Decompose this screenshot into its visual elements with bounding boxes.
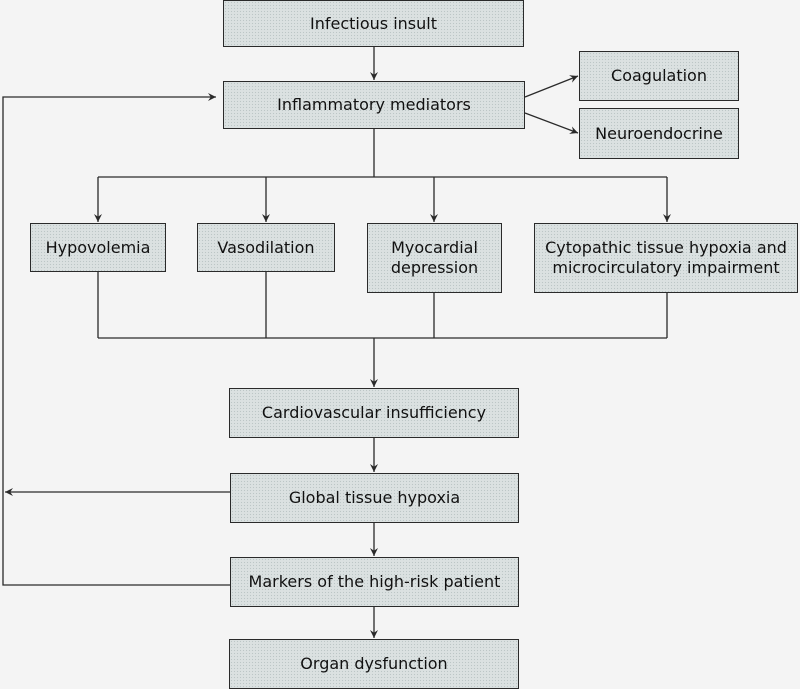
node-infectious-insult: Infectious insult — [223, 0, 524, 47]
node-label: Myocardial depression — [390, 238, 479, 277]
node-label: Organ dysfunction — [300, 654, 448, 673]
node-label: Inflammatory mediators — [277, 95, 471, 114]
node-label: Vasodilation — [217, 237, 315, 257]
node-global-tissue-hypoxia: Global tissue hypoxia — [230, 473, 519, 523]
node-myocardial-depression: Myocardial depression — [367, 223, 502, 293]
node-label: Markers of the high-risk patient — [248, 572, 501, 591]
node-label: Neuroendocrine — [595, 123, 723, 143]
node-label: Coagulation — [611, 66, 707, 85]
node-neuroendocrine: Neuroendocrine — [579, 108, 739, 159]
node-label: Hypovolemia — [45, 237, 151, 257]
node-cardiovascular-insufficiency: Cardiovascular insufficiency — [229, 388, 519, 438]
node-markers-high-risk-patient: Markers of the high-risk patient — [230, 557, 519, 607]
edge-mediators-to-coagulation — [524, 75, 579, 98]
edge-mediators-to-neuroendocrine — [524, 112, 579, 134]
node-inflammatory-mediators: Inflammatory mediators — [223, 81, 525, 129]
node-cytopathic-tissue-hypoxia: Cytopathic tissue hypoxia and microcircu… — [534, 223, 798, 293]
node-organ-dysfunction: Organ dysfunction — [229, 639, 519, 689]
node-hypovolemia: Hypovolemia — [30, 223, 166, 272]
edge-markers-feedback-to-mediators — [2, 93, 230, 586]
node-label: Cytopathic tissue hypoxia and microcircu… — [545, 238, 787, 277]
node-label: Global tissue hypoxia — [288, 488, 461, 507]
node-coagulation: Coagulation — [579, 51, 739, 101]
node-label: Infectious insult — [310, 13, 437, 33]
node-label: Cardiovascular insufficiency — [261, 403, 487, 422]
node-vasodilation: Vasodilation — [197, 223, 335, 272]
